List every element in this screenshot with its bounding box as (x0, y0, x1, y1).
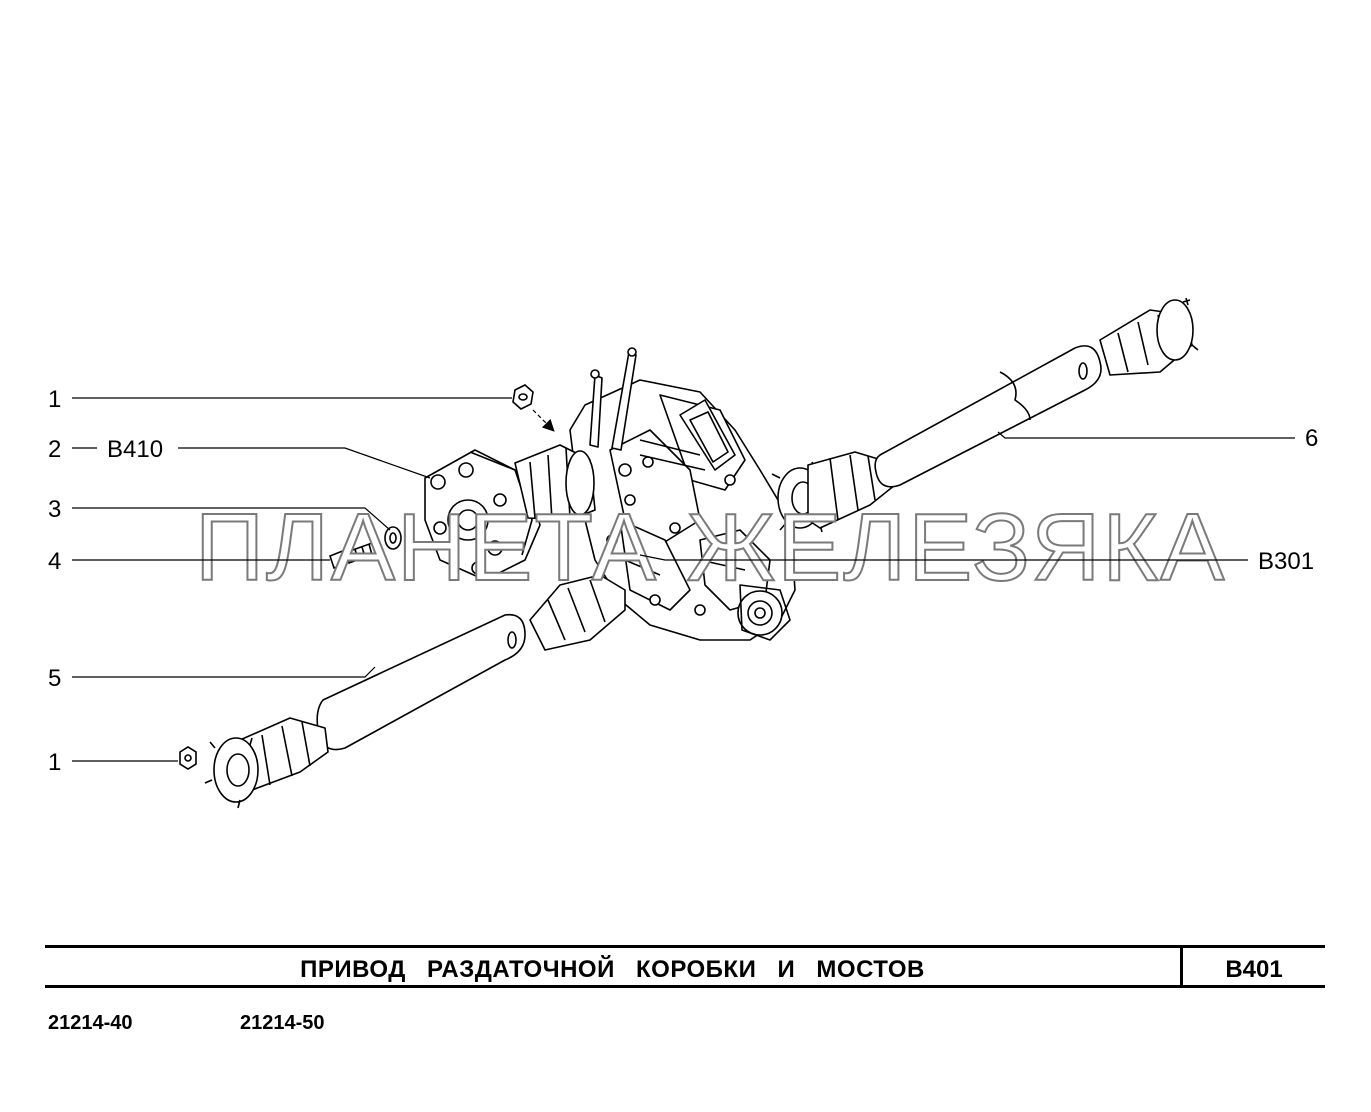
callout-2: 2 (48, 436, 61, 463)
callout-4: 4 (48, 548, 61, 575)
rear-propeller-shaft (204, 574, 626, 809)
callout-5: 5 (48, 665, 61, 692)
callout-3: 3 (48, 496, 61, 523)
leader-lines (72, 397, 1295, 762)
title-divider (1180, 948, 1183, 985)
parts-diagram: ПЛАНЕТА ЖЕЛЕЗЯКА 1 2 B410 3 4 5 1 6 B301 (48, 297, 1318, 809)
title-block: ПРИВОД РАЗДАТОЧНОЙ КОРОБКИ И МОСТОВ B401 (45, 945, 1325, 988)
callout-ref-b301: B301 (1258, 548, 1314, 575)
callout-1-top: 1 (48, 386, 61, 413)
transfer-case (569, 347, 796, 641)
callout-6: 6 (1305, 425, 1318, 452)
front-propeller-shaft (771, 297, 1199, 533)
callout-ref-b410: B410 (107, 436, 163, 463)
section-code: B401 (1225, 956, 1283, 983)
washer-3 (384, 526, 402, 550)
nut-top (512, 384, 534, 410)
page-title: ПРИВОД РАЗДАТОЧНОЙ КОРОБКИ И МОСТОВ (300, 956, 925, 983)
bolt-4 (329, 540, 379, 570)
model-code-2: 21214-50 (240, 1012, 325, 1034)
model-code-1: 21214-40 (48, 1012, 133, 1034)
watermark: ПЛАНЕТА ЖЕЛЕЗЯКА (195, 494, 1226, 601)
callout-1-bottom: 1 (48, 749, 61, 776)
flange-coupling (424, 444, 596, 581)
nut-bottom (179, 746, 197, 770)
